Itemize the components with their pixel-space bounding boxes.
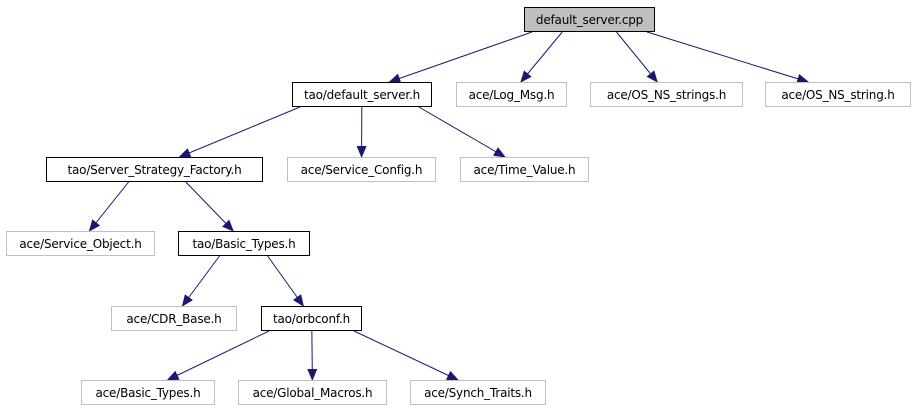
node-tao-default-server-h[interactable]: tao/default_server.h <box>292 82 432 107</box>
node-tao-orbconf-h[interactable]: tao/orbconf.h <box>261 306 362 331</box>
node-ace-cdr-base-h: ace/CDR_Base.h <box>111 306 237 331</box>
node-ace-service-config-h: ace/Service_Config.h <box>287 157 436 182</box>
edge-default-server-cpp-to-ace-os-ns-strings-h <box>616 31 658 83</box>
edge-tao-basic-types-h-to-ace-cdr-base-h <box>181 255 220 307</box>
node-ace-os-ns-strings-h: ace/OS_NS_strings.h <box>590 82 743 107</box>
edge-default-server-cpp-to-tao-default-server-h <box>388 31 533 84</box>
node-tao-server-strategy-factory-h[interactable]: tao/Server_Strategy_Factory.h <box>46 157 263 182</box>
node-ace-global-macros-h: ace/Global_Macros.h <box>238 380 387 405</box>
node-tao-basic-types-h[interactable]: tao/Basic_Types.h <box>178 231 310 256</box>
node-ace-log-msg-h: ace/Log_Msg.h <box>456 82 567 107</box>
node-ace-basic-types-h: ace/Basic_Types.h <box>81 380 215 405</box>
edge-default-server-cpp-to-ace-os-ns-string-h <box>646 31 810 84</box>
edge-default-server-cpp-to-ace-log-msg-h <box>520 31 563 83</box>
node-ace-os-ns-string-h: ace/OS_NS_string.h <box>765 82 911 107</box>
edge-tao-server-strategy-factory-h-to-ace-service-object-h <box>88 181 129 232</box>
node-ace-synch-traits-h: ace/Synch_Traits.h <box>410 380 546 405</box>
edge-tao-default-server-h-to-tao-server-strategy-factory-h <box>178 106 301 158</box>
edge-tao-server-strategy-factory-h-to-tao-basic-types-h <box>185 181 234 232</box>
node-ace-time-value-h: ace/Time_Value.h <box>460 157 589 182</box>
node-default-server-cpp: default_server.cpp <box>524 7 655 32</box>
edge-tao-basic-types-h-to-tao-orbconf-h <box>267 255 304 307</box>
edge-tao-orbconf-h-to-ace-basic-types-h <box>166 330 270 381</box>
node-ace-service-object-h: ace/Service_Object.h <box>6 231 155 256</box>
edge-tao-orbconf-h-to-ace-global-macros-h <box>307 330 318 381</box>
edge-tao-orbconf-h-to-ace-synch-traits-h <box>353 330 459 381</box>
edge-tao-default-server-h-to-ace-time-value-h <box>418 106 506 158</box>
